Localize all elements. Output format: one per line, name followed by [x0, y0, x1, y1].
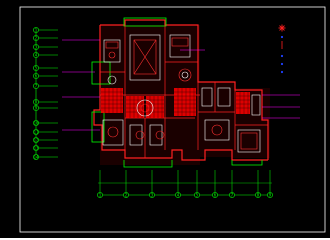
dot-symbol-icon	[280, 54, 284, 58]
axis-bubble	[33, 145, 39, 151]
axis-bubble-label: 12	[34, 137, 39, 142]
hatch-grid	[101, 88, 250, 118]
axis-bubble-label: 7	[35, 83, 38, 88]
axis-bubble	[175, 192, 181, 198]
leader-lines	[62, 39, 300, 131]
dot-symbol-icon	[280, 70, 284, 74]
axis-bubble	[267, 192, 273, 198]
axis-bubble	[33, 52, 39, 58]
wing-outlines	[91, 17, 263, 168]
axis-bubble	[33, 27, 39, 33]
axis-bubble-label: 10	[34, 120, 39, 125]
axis-bubble	[33, 105, 39, 111]
axis-bubble-label: 2	[125, 192, 128, 197]
legend	[278, 24, 286, 74]
axis-bubble-label: 3	[35, 44, 38, 49]
axis-bubble-label: 2	[35, 35, 38, 40]
axis-bubble-label: 5	[35, 65, 38, 70]
axis-bubble-label: 3	[151, 192, 154, 197]
axis-bubble	[33, 154, 39, 160]
axis-bubble	[212, 192, 218, 198]
axis-bubble	[255, 192, 261, 198]
axis-bubble	[229, 192, 235, 198]
axis-bubble-label: 14	[34, 154, 39, 159]
axis-bubble	[33, 120, 39, 126]
axis-bubble-label: 8	[257, 192, 260, 197]
dot-symbol-icon	[280, 35, 284, 39]
axis-bubble-label: 5	[196, 192, 199, 197]
axis-bubble-label: 9	[35, 105, 38, 110]
axis-bubble	[33, 83, 39, 89]
axis-bubble-label: 6	[214, 192, 217, 197]
axis-bubble	[194, 192, 200, 198]
bottom-axis-group: 1 2 3 4 5 6 7 8 9	[97, 170, 273, 198]
axis-bubble	[33, 137, 39, 143]
axis-bubble	[33, 35, 39, 41]
axis-bubble-label: 1	[99, 192, 102, 197]
central-hub	[136, 99, 154, 117]
axis-bubble-label: 4	[35, 52, 38, 57]
dot-symbol-icon	[280, 62, 284, 66]
axis-bubble	[33, 44, 39, 50]
axis-bubble-label: 1	[35, 27, 38, 32]
axis-bubble-label: 4	[177, 192, 180, 197]
axis-bubble	[123, 192, 129, 198]
axis-bubble	[33, 99, 39, 105]
floor-plan	[91, 17, 270, 168]
axis-bubble	[33, 65, 39, 71]
axis-bubble-label: 8	[35, 99, 38, 104]
axis-bubble	[149, 192, 155, 198]
furniture	[102, 34, 261, 153]
axis-bubble-label: 9	[269, 192, 272, 197]
hatched-areas	[101, 88, 250, 118]
axis-bubble	[97, 192, 103, 198]
star-symbol-icon	[278, 24, 286, 32]
axis-bubble-label: 13	[34, 145, 39, 150]
drawing-frame	[19, 6, 326, 233]
axis-bubble-label: 7	[231, 192, 234, 197]
axis-bubble-label: 11	[34, 129, 39, 134]
axis-bubble-label: 6	[35, 73, 38, 78]
axis-bubble	[33, 73, 39, 79]
axis-bubble	[33, 129, 39, 135]
